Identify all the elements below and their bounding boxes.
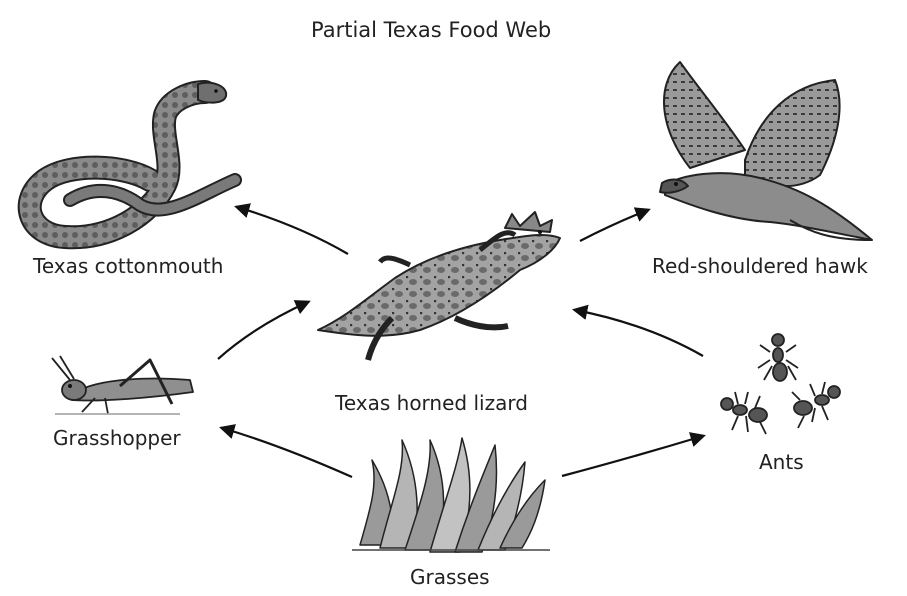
label-red-shouldered-hawk: Red-shouldered hawk	[652, 254, 868, 278]
diagram-title: Partial Texas Food Web	[311, 18, 552, 42]
arrow-lizard-to-cottonmouth	[234, 203, 349, 255]
ant-right	[791, 381, 841, 429]
ants-illustration	[720, 333, 841, 435]
cottonmouth-illustration	[17, 80, 242, 250]
label-texas-cottonmouth: Texas cottonmouth	[33, 254, 224, 278]
label-grasses: Grasses	[410, 565, 490, 589]
horned-lizard-illustration	[317, 211, 561, 361]
label-texas-horned-lizard: Texas horned lizard	[335, 391, 528, 415]
arrow-grasshopper-to-lizard	[217, 300, 311, 360]
arrow-grasses-to-ants	[561, 432, 706, 478]
arrow-ants-to-lizard	[571, 304, 704, 357]
arrow-lizard-to-hawk	[579, 207, 651, 242]
label-grasshopper: Grasshopper	[53, 426, 181, 450]
label-ants: Ants	[759, 450, 804, 474]
ant-left	[720, 391, 768, 435]
grasshopper-illustration	[51, 355, 194, 415]
hawk-illustration	[659, 61, 873, 241]
grasses-illustration	[352, 437, 550, 553]
ant-top	[757, 333, 799, 382]
arrow-grasses-to-grasshopper	[219, 424, 353, 479]
arrows	[217, 203, 706, 479]
